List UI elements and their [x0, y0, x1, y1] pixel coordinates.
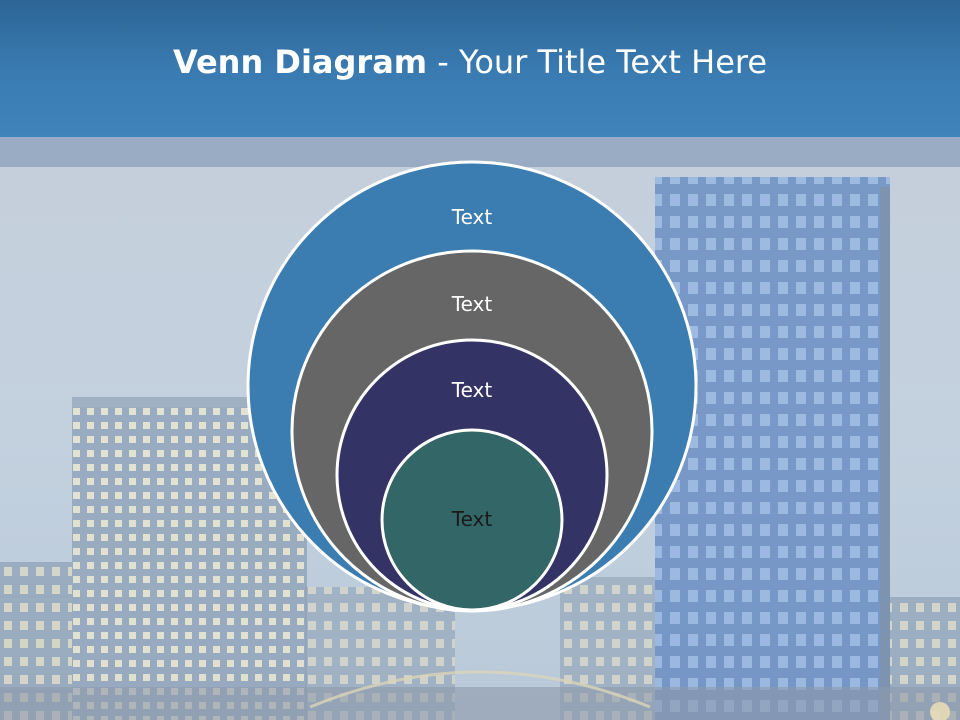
title-bar: [0, 0, 960, 137]
venn-ring-4[interactable]: Text: [380, 428, 564, 612]
venn-ring-1-label: Text: [451, 205, 493, 229]
venn-ring-3-label: Text: [451, 378, 493, 402]
slide-title-rest: - Your Title Text Here: [427, 43, 768, 81]
venn-ring-2-label: Text: [451, 292, 493, 316]
venn-ring-4-label: Text: [451, 507, 493, 531]
venn-ring-4-circle: [380, 428, 564, 612]
slide-title: Venn Diagram - Your Title Text Here: [0, 40, 940, 84]
slide-title-bold: Venn Diagram: [172, 43, 428, 81]
